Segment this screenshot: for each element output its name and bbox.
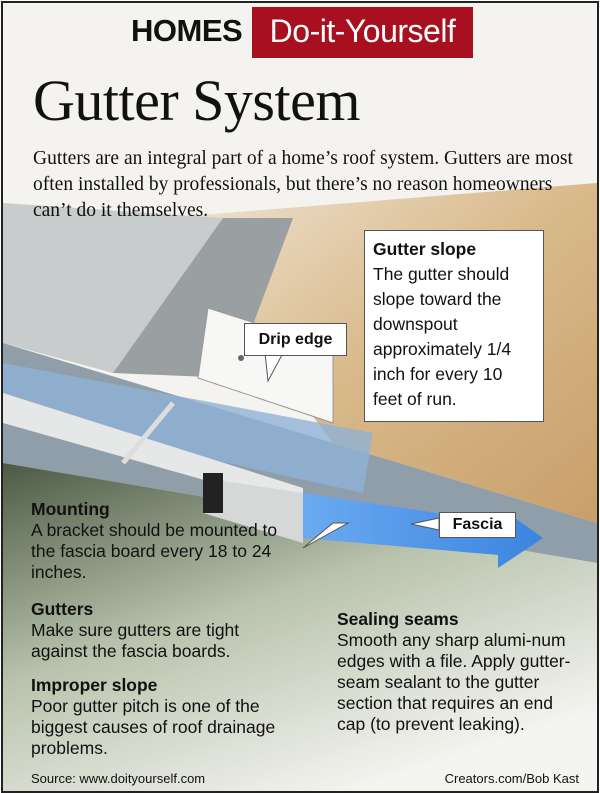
section-label: HOMES <box>131 13 243 48</box>
gutter-lip <box>3 393 303 508</box>
note-text: A bracket should be mounted to the fasci… <box>31 520 278 582</box>
gutter-slope-callout: Gutter slope The gutter should slope tow… <box>364 230 544 422</box>
note-improper-slope: Improper slope Poor gutter pitch is one … <box>31 675 293 759</box>
section-tag: Do-it-Yourself <box>252 7 473 58</box>
fascia-callout: Fascia <box>439 512 516 538</box>
gutter-channel <box>3 363 373 493</box>
note-text: Poor gutter pitch is one of the biggest … <box>31 696 276 758</box>
note-sealing-seams: Sealing seams Smooth any sharp alumi-num… <box>337 609 577 735</box>
drip-edge-callout: Drip edge <box>244 323 347 356</box>
callout-heading: Gutter slope <box>373 239 477 259</box>
note-text: Make sure gutters are tight against the … <box>31 620 240 661</box>
hanger <box>121 401 175 465</box>
artist-credit: Creators.com/Bob Kast <box>444 771 579 786</box>
shingles <box>3 203 223 373</box>
callout-text: The gutter should slope toward the downs… <box>373 264 512 409</box>
nail <box>238 355 244 361</box>
note-heading: Improper slope <box>31 675 158 695</box>
page-title: Gutter System <box>33 68 360 133</box>
slope-pointer <box>302 522 350 549</box>
note-text: Smooth any sharp alumi-num edges with a … <box>337 630 571 734</box>
note-heading: Mounting <box>31 499 110 519</box>
note-mounting: Mounting A bracket should be mounted to … <box>31 499 286 583</box>
water-flow-arrow <box>303 493 543 568</box>
note-heading: Gutters <box>31 599 94 619</box>
gutter-front <box>203 478 303 543</box>
note-heading: Sealing seams <box>337 609 459 629</box>
source-credit: Source: www.doityourself.com <box>31 771 206 786</box>
note-gutters: Gutters Make sure gutters are tight agai… <box>31 599 286 662</box>
bracket <box>203 473 223 513</box>
intro-text: Gutters are an integral part of a home’s… <box>33 148 573 221</box>
